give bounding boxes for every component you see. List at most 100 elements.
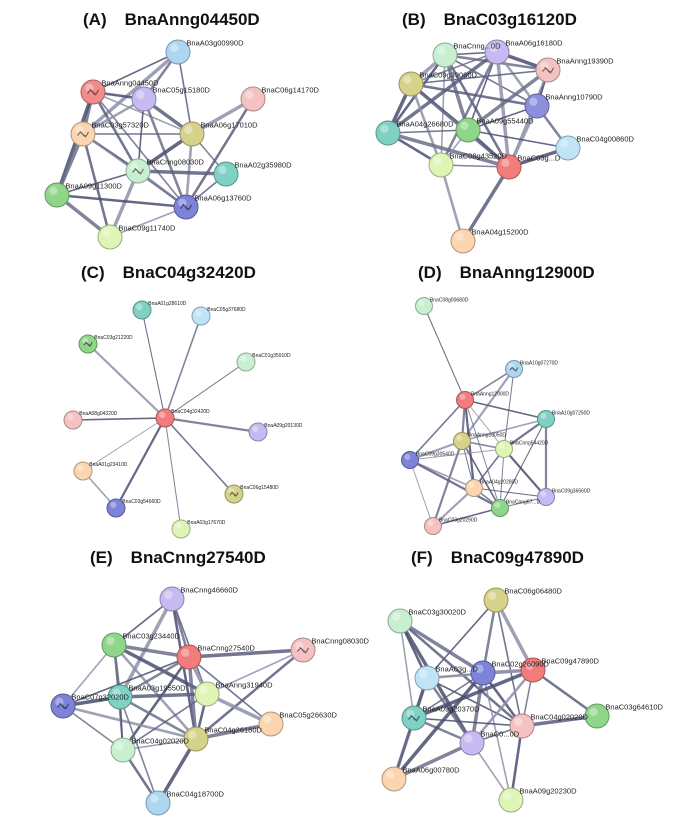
node-label: BnaA06g00780D (402, 765, 460, 774)
edge (81, 133, 112, 238)
node-bnac02g26090d[interactable] (470, 660, 496, 686)
node-bnac04g32420d[interactable] (155, 408, 175, 428)
node-bnaa09g11300d[interactable] (44, 182, 70, 208)
node-bnac03g64610d[interactable] (584, 703, 610, 729)
node-label: BnaC06g06480D (504, 586, 562, 595)
panel-gene-title: BnaC04g32420D (122, 263, 256, 282)
node-bnaa06g16180d[interactable] (484, 39, 510, 65)
node-bnaa08g04320d[interactable] (63, 410, 83, 430)
node-bnaa06g00780d[interactable] (381, 766, 407, 792)
node-bnaa03g17670d[interactable] (171, 519, 191, 539)
node-highlight (228, 487, 235, 494)
node-bnacnng46660d[interactable] (159, 586, 185, 612)
node-bnaa04g15200d[interactable] (450, 228, 476, 254)
node-bnac04g02020d[interactable] (110, 737, 136, 763)
node-highlight (468, 482, 475, 488)
node-bnac05g37680d[interactable] (191, 306, 211, 326)
node-highlight (55, 697, 64, 706)
node-bnac03g23440d[interactable] (101, 632, 127, 658)
node-bnaa03g19550d[interactable] (107, 684, 133, 710)
node-bnac09g30540d[interactable] (401, 451, 419, 469)
node-bnaa02g35980d[interactable] (213, 161, 239, 187)
protein-structure-icon (297, 646, 309, 654)
node-label: BnaAnng12900D (471, 391, 509, 397)
node-bnac04g00860d[interactable] (555, 135, 581, 161)
edge (499, 448, 505, 509)
node-bnac09g39060d[interactable] (398, 71, 424, 97)
network-graph: BnaC04g32420DBnaA01g28610DBnaC05g37680DB… (63, 300, 303, 539)
edge (409, 459, 501, 509)
node-bnaa09g20230d[interactable] (498, 787, 524, 813)
node-bnac08g00680d[interactable] (415, 297, 433, 315)
node-bnac05g15180d[interactable] (131, 86, 157, 112)
edge (188, 656, 272, 725)
node-bnaa06g17010d[interactable] (179, 121, 205, 147)
node-bnac03g16120d[interactable] (496, 154, 522, 180)
edge (409, 439, 463, 462)
node-bnaa09g55440d[interactable] (455, 117, 481, 143)
node-bnac09g47890d[interactable] (520, 657, 546, 683)
node-highlight (130, 162, 139, 171)
node-bnaa10g07250d[interactable] (537, 410, 555, 428)
node-bnaa01g28610d[interactable] (132, 300, 152, 320)
node-bnaanng12900d[interactable] (456, 391, 474, 409)
node-bnac03g30020d[interactable] (387, 608, 413, 634)
node-bnaa01g23410d[interactable] (73, 461, 93, 481)
edge (413, 668, 534, 720)
node-bnaanng31940d[interactable] (194, 681, 220, 707)
node-label: BnaCnng08030D (311, 636, 369, 645)
node-bnac09g36560d[interactable] (537, 488, 555, 506)
node-highlight (456, 435, 463, 441)
node-highlight (488, 591, 497, 600)
node-highlight (195, 309, 202, 316)
edge (495, 599, 523, 727)
edge (432, 487, 475, 527)
protein-structure-icon (132, 167, 144, 175)
edge (141, 309, 166, 419)
node-label: BnaC09g36560D (552, 488, 591, 494)
node-bnac05g26630d[interactable] (258, 711, 284, 737)
node-bnacnng67-d[interactable] (491, 499, 509, 517)
edge (164, 417, 235, 495)
node-bnac0[interactable] (459, 730, 485, 756)
node-bnaa04g26680d[interactable] (375, 120, 401, 146)
node-bnacnng54420d[interactable] (495, 440, 513, 458)
node-bnac04g18700d[interactable] (145, 790, 171, 816)
node-bnaanng10790d[interactable] (524, 93, 550, 119)
node-bnac09g11740d[interactable] (97, 224, 123, 250)
edge (464, 399, 505, 450)
node-bnacnng[interactable] (432, 42, 458, 68)
node-bnac08g43520d[interactable] (428, 152, 454, 178)
edge (494, 599, 535, 671)
node-highlight (459, 394, 466, 400)
edge (431, 440, 464, 527)
edge (72, 417, 166, 421)
node-highlight (77, 464, 84, 471)
node-bnac03g20290d[interactable] (424, 517, 442, 535)
node-bnac03g54660d[interactable] (106, 498, 126, 518)
node-bnaa09g20130d[interactable] (248, 422, 268, 442)
node-bnaa03g00990d[interactable] (165, 39, 191, 65)
node-highlight (164, 590, 173, 599)
node-bnac04g02020d[interactable] (509, 713, 535, 739)
edge (426, 599, 497, 679)
node-bnacnng27540d[interactable] (176, 644, 202, 670)
edge (464, 399, 501, 509)
node-bnac06g14170d[interactable] (240, 86, 266, 112)
edge (410, 69, 549, 85)
node-bnaa03g[interactable] (414, 665, 440, 691)
node-bnac01g35910d[interactable] (236, 352, 256, 372)
edge (82, 417, 166, 472)
node-bnac04g26180d[interactable] (183, 726, 209, 752)
node-label: BnaC06g14170D (261, 85, 319, 94)
edge (461, 440, 501, 509)
node-bnaanng10050d[interactable] (453, 432, 471, 450)
node-label: BnaA04g26680D (396, 119, 454, 128)
node-bnac06g06480d[interactable] (483, 587, 509, 613)
node-bnaa04g20280d[interactable] (465, 479, 483, 497)
node-label: BnaC01g35910D (252, 353, 291, 359)
edge (62, 644, 115, 707)
node-label: BnaC04g32420D (171, 409, 210, 415)
